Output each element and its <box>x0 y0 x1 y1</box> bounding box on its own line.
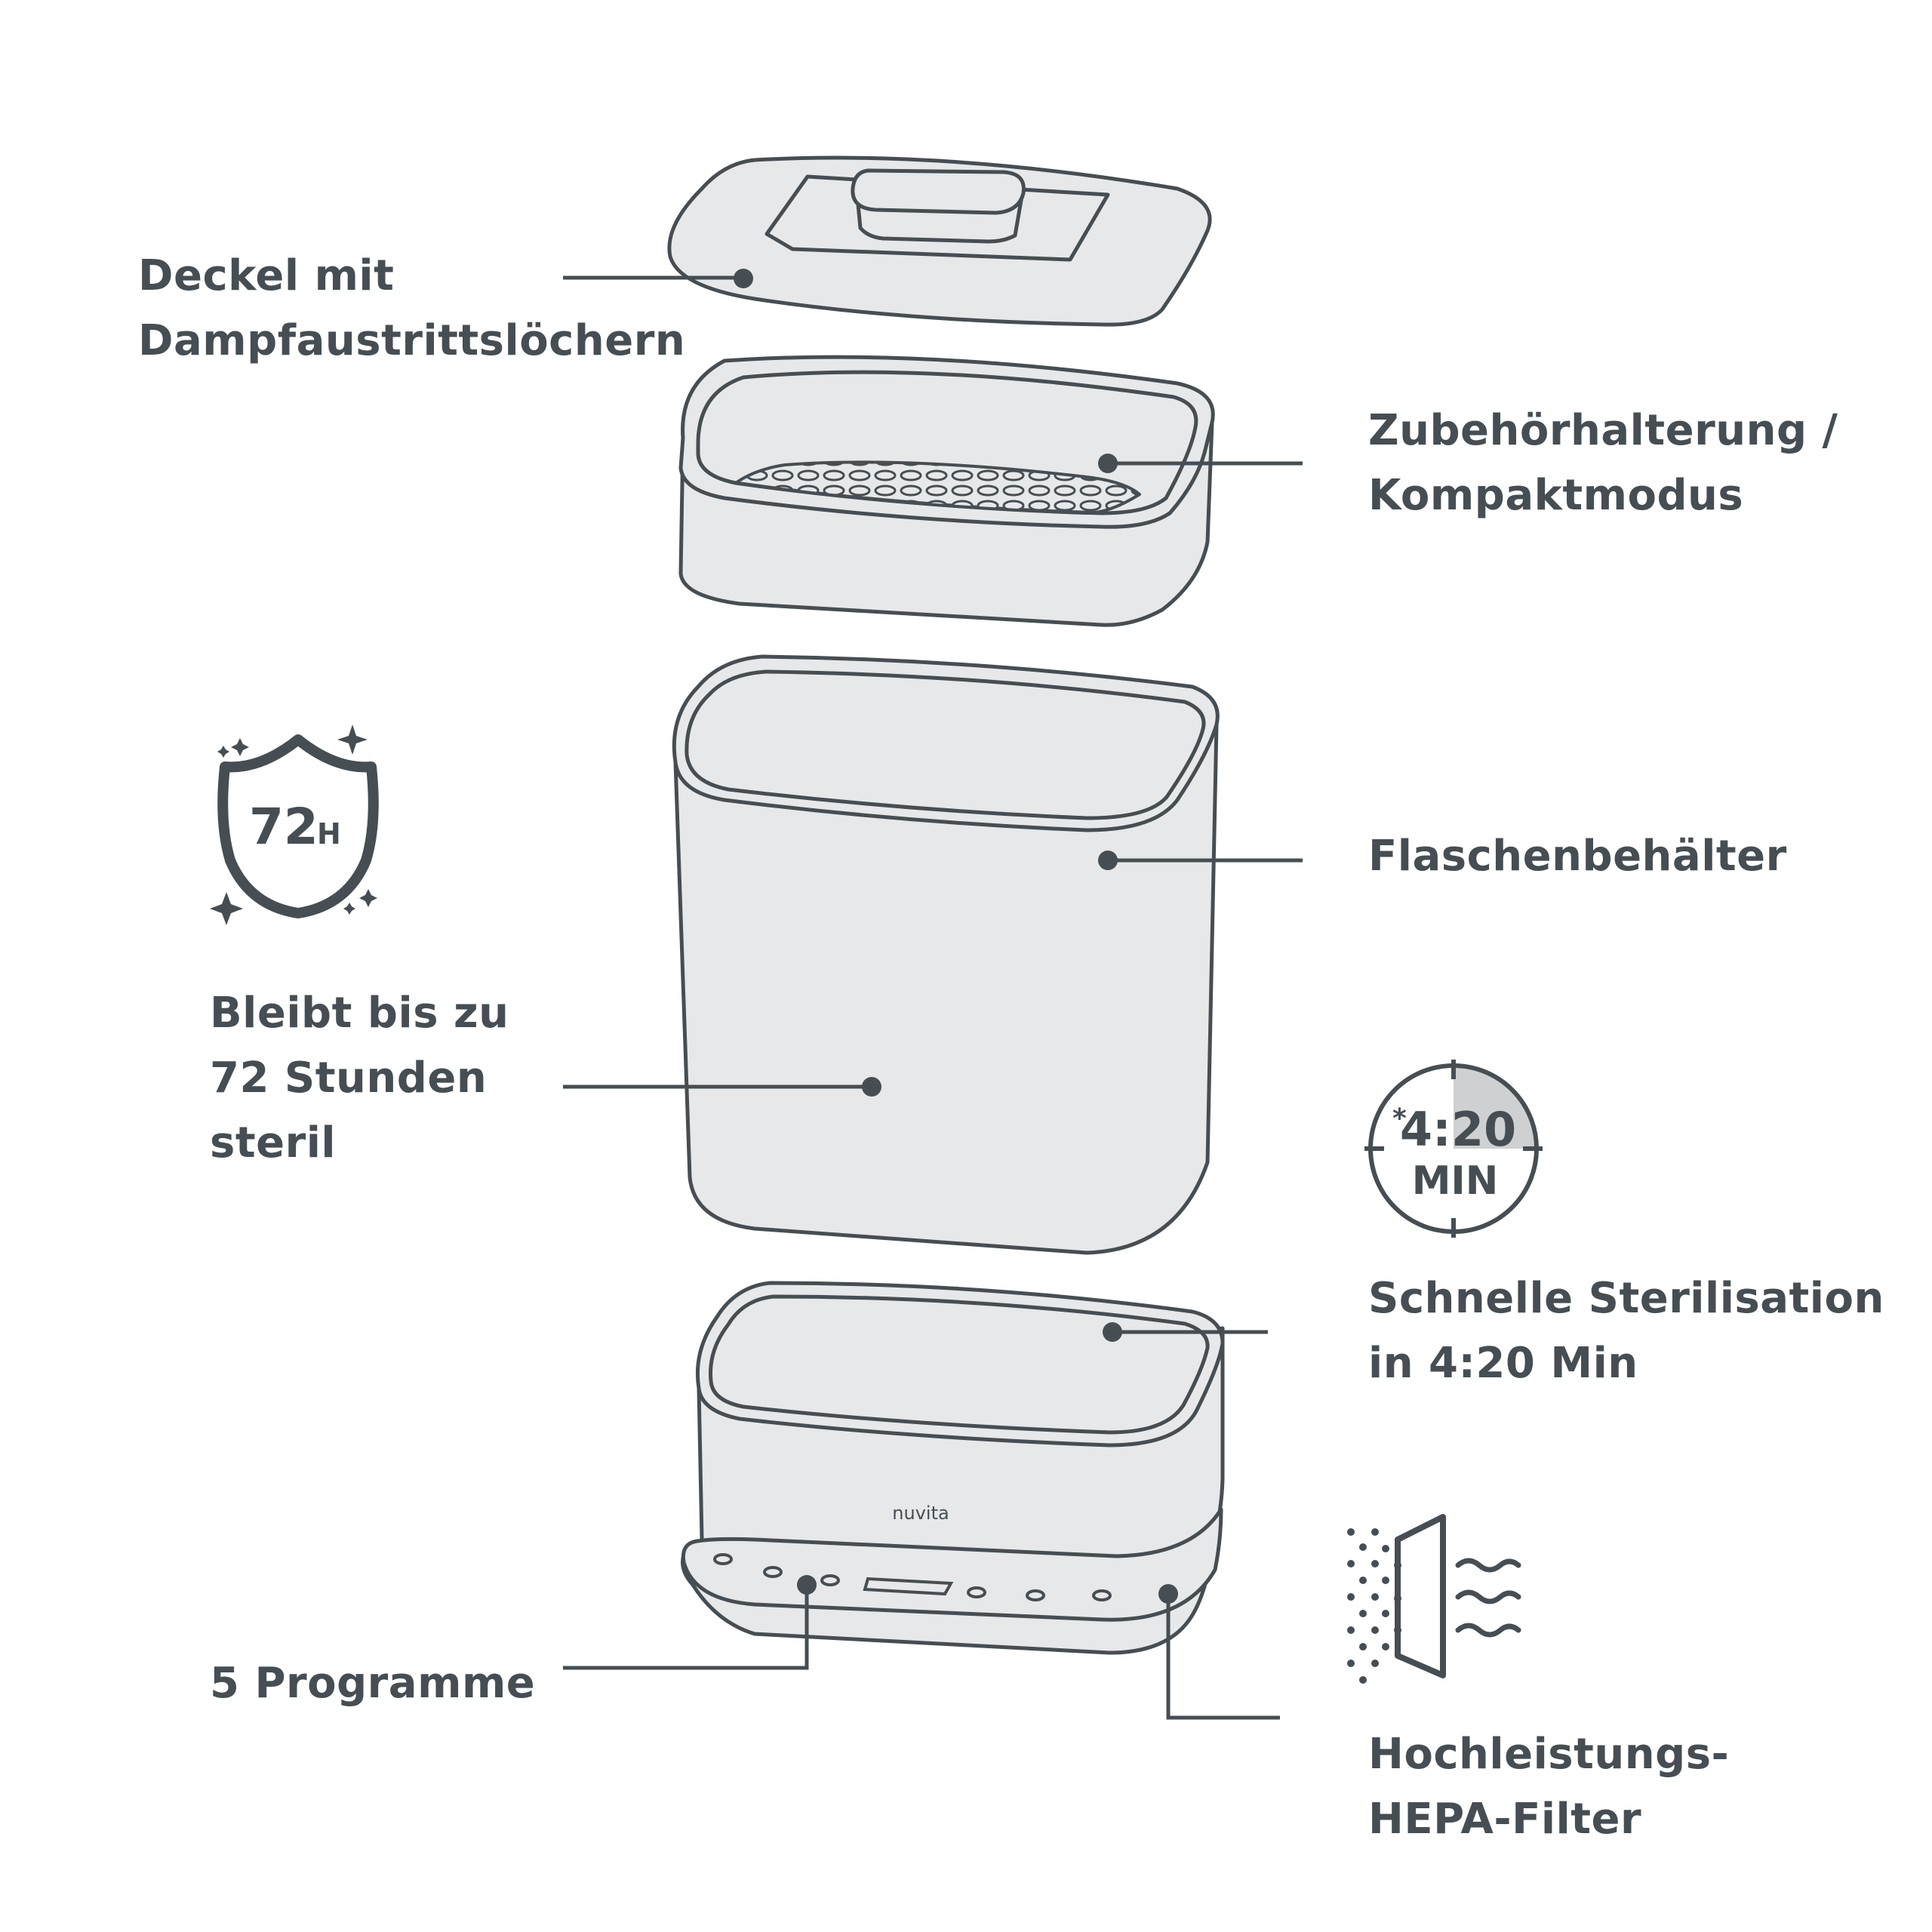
timer-icon: * 4:20 MIN <box>1364 1060 1543 1238</box>
button-4 <box>967 1586 986 1598</box>
lid-knob <box>851 168 1026 215</box>
label-sterile-line1: Bleibt bis zu <box>210 989 509 1038</box>
shield-icon: 72 H <box>210 724 379 925</box>
callout-dot-sterile <box>862 1077 881 1097</box>
callout-dot-fast <box>1103 1322 1122 1342</box>
callout-dots <box>734 269 1178 1604</box>
timer-unit: MIN <box>1412 1158 1499 1204</box>
callout-dot-hepa <box>1158 1584 1178 1604</box>
filter-particles <box>1347 1528 1401 1684</box>
label-hepa-line2: HEPA-Filter <box>1368 1795 1642 1844</box>
label-lid: Deckel mit Dampfaustrittslöchern <box>138 244 685 374</box>
callout-line-programs <box>563 1585 809 1670</box>
display-window <box>863 1577 954 1596</box>
base-part <box>681 1281 1225 1655</box>
base-control-panel <box>681 1507 1223 1622</box>
label-programs: 5 Programme <box>210 1651 535 1716</box>
badge-unit: H <box>317 817 341 851</box>
label-bottle-container: Flaschenbehälter <box>1368 824 1787 889</box>
sparkle-top-right <box>337 724 368 755</box>
label-bottle-container-line1: Flaschenbehälter <box>1368 832 1787 881</box>
container-body <box>673 722 1219 1255</box>
label-sterile: Bleibt bis zu 72 Stunden steril <box>210 981 509 1176</box>
sparkle-bottom-right <box>359 889 377 907</box>
button-6 <box>1092 1589 1112 1601</box>
label-accessory-line1: Zubehörhalterung / <box>1368 406 1838 455</box>
filter-airflow <box>1455 1558 1521 1638</box>
tray-holes <box>734 460 1141 515</box>
label-sterile-line2: 72 Stunden <box>210 1054 488 1103</box>
callout-lines <box>563 275 1303 1720</box>
timer-time: 4:20 <box>1400 1102 1516 1157</box>
brand-logo: nuvita <box>892 1503 949 1524</box>
badge-number: 72 <box>249 798 318 856</box>
button-3 <box>820 1574 840 1586</box>
label-accessory: Zubehörhalterung / Kompaktmodus <box>1368 398 1838 528</box>
shield-outline <box>217 734 379 918</box>
label-accessory-line2: Kompaktmodus <box>1368 471 1744 520</box>
lid-part <box>667 155 1212 327</box>
sparkle-icons <box>210 724 377 925</box>
label-fast-line1: Schnelle Sterilisation <box>1368 1274 1884 1323</box>
button-5 <box>1026 1589 1045 1601</box>
label-hepa-line1: Hochleistungs- <box>1368 1730 1730 1779</box>
container-rim-inner <box>685 669 1206 820</box>
callout-dot-programs <box>797 1575 817 1595</box>
sparkle-top-left-small <box>217 746 229 758</box>
sparkle-top-left <box>231 738 249 756</box>
label-programs-line1: 5 Programme <box>210 1659 536 1708</box>
accessory-tray-part <box>678 355 1215 627</box>
filter-panel <box>1395 1514 1446 1678</box>
label-lid-line1: Deckel mit <box>138 251 395 300</box>
sparkle-bottom-left <box>210 892 243 925</box>
button-2 <box>763 1566 783 1578</box>
callout-dot-accessory <box>1098 454 1118 473</box>
control-buttons <box>713 1553 1112 1601</box>
label-lid-line2: Dampfaustrittslöchern <box>138 316 686 365</box>
callout-dot-container <box>1098 851 1118 870</box>
timer-asterisk: * <box>1392 1103 1407 1134</box>
label-fast-sterilization: Schnelle Sterilisation in 4:20 Min <box>1368 1266 1884 1396</box>
base-rim-inner <box>709 1294 1210 1435</box>
timer-ticks <box>1364 1060 1543 1238</box>
callout-line-hepa <box>1166 1594 1280 1720</box>
label-fast-line2: in 4:20 Min <box>1368 1339 1638 1388</box>
sparkle-bottom-right-small <box>343 903 355 915</box>
callout-dot-lid <box>734 269 753 288</box>
timer-elapsed-wedge <box>1454 1066 1537 1149</box>
bottle-container-part <box>672 654 1220 1255</box>
label-hepa: Hochleistungs- HEPA-Filter <box>1368 1722 1729 1852</box>
filter-icon <box>1347 1514 1521 1684</box>
label-sterile-line3: steril <box>210 1118 337 1168</box>
button-1 <box>713 1553 733 1565</box>
